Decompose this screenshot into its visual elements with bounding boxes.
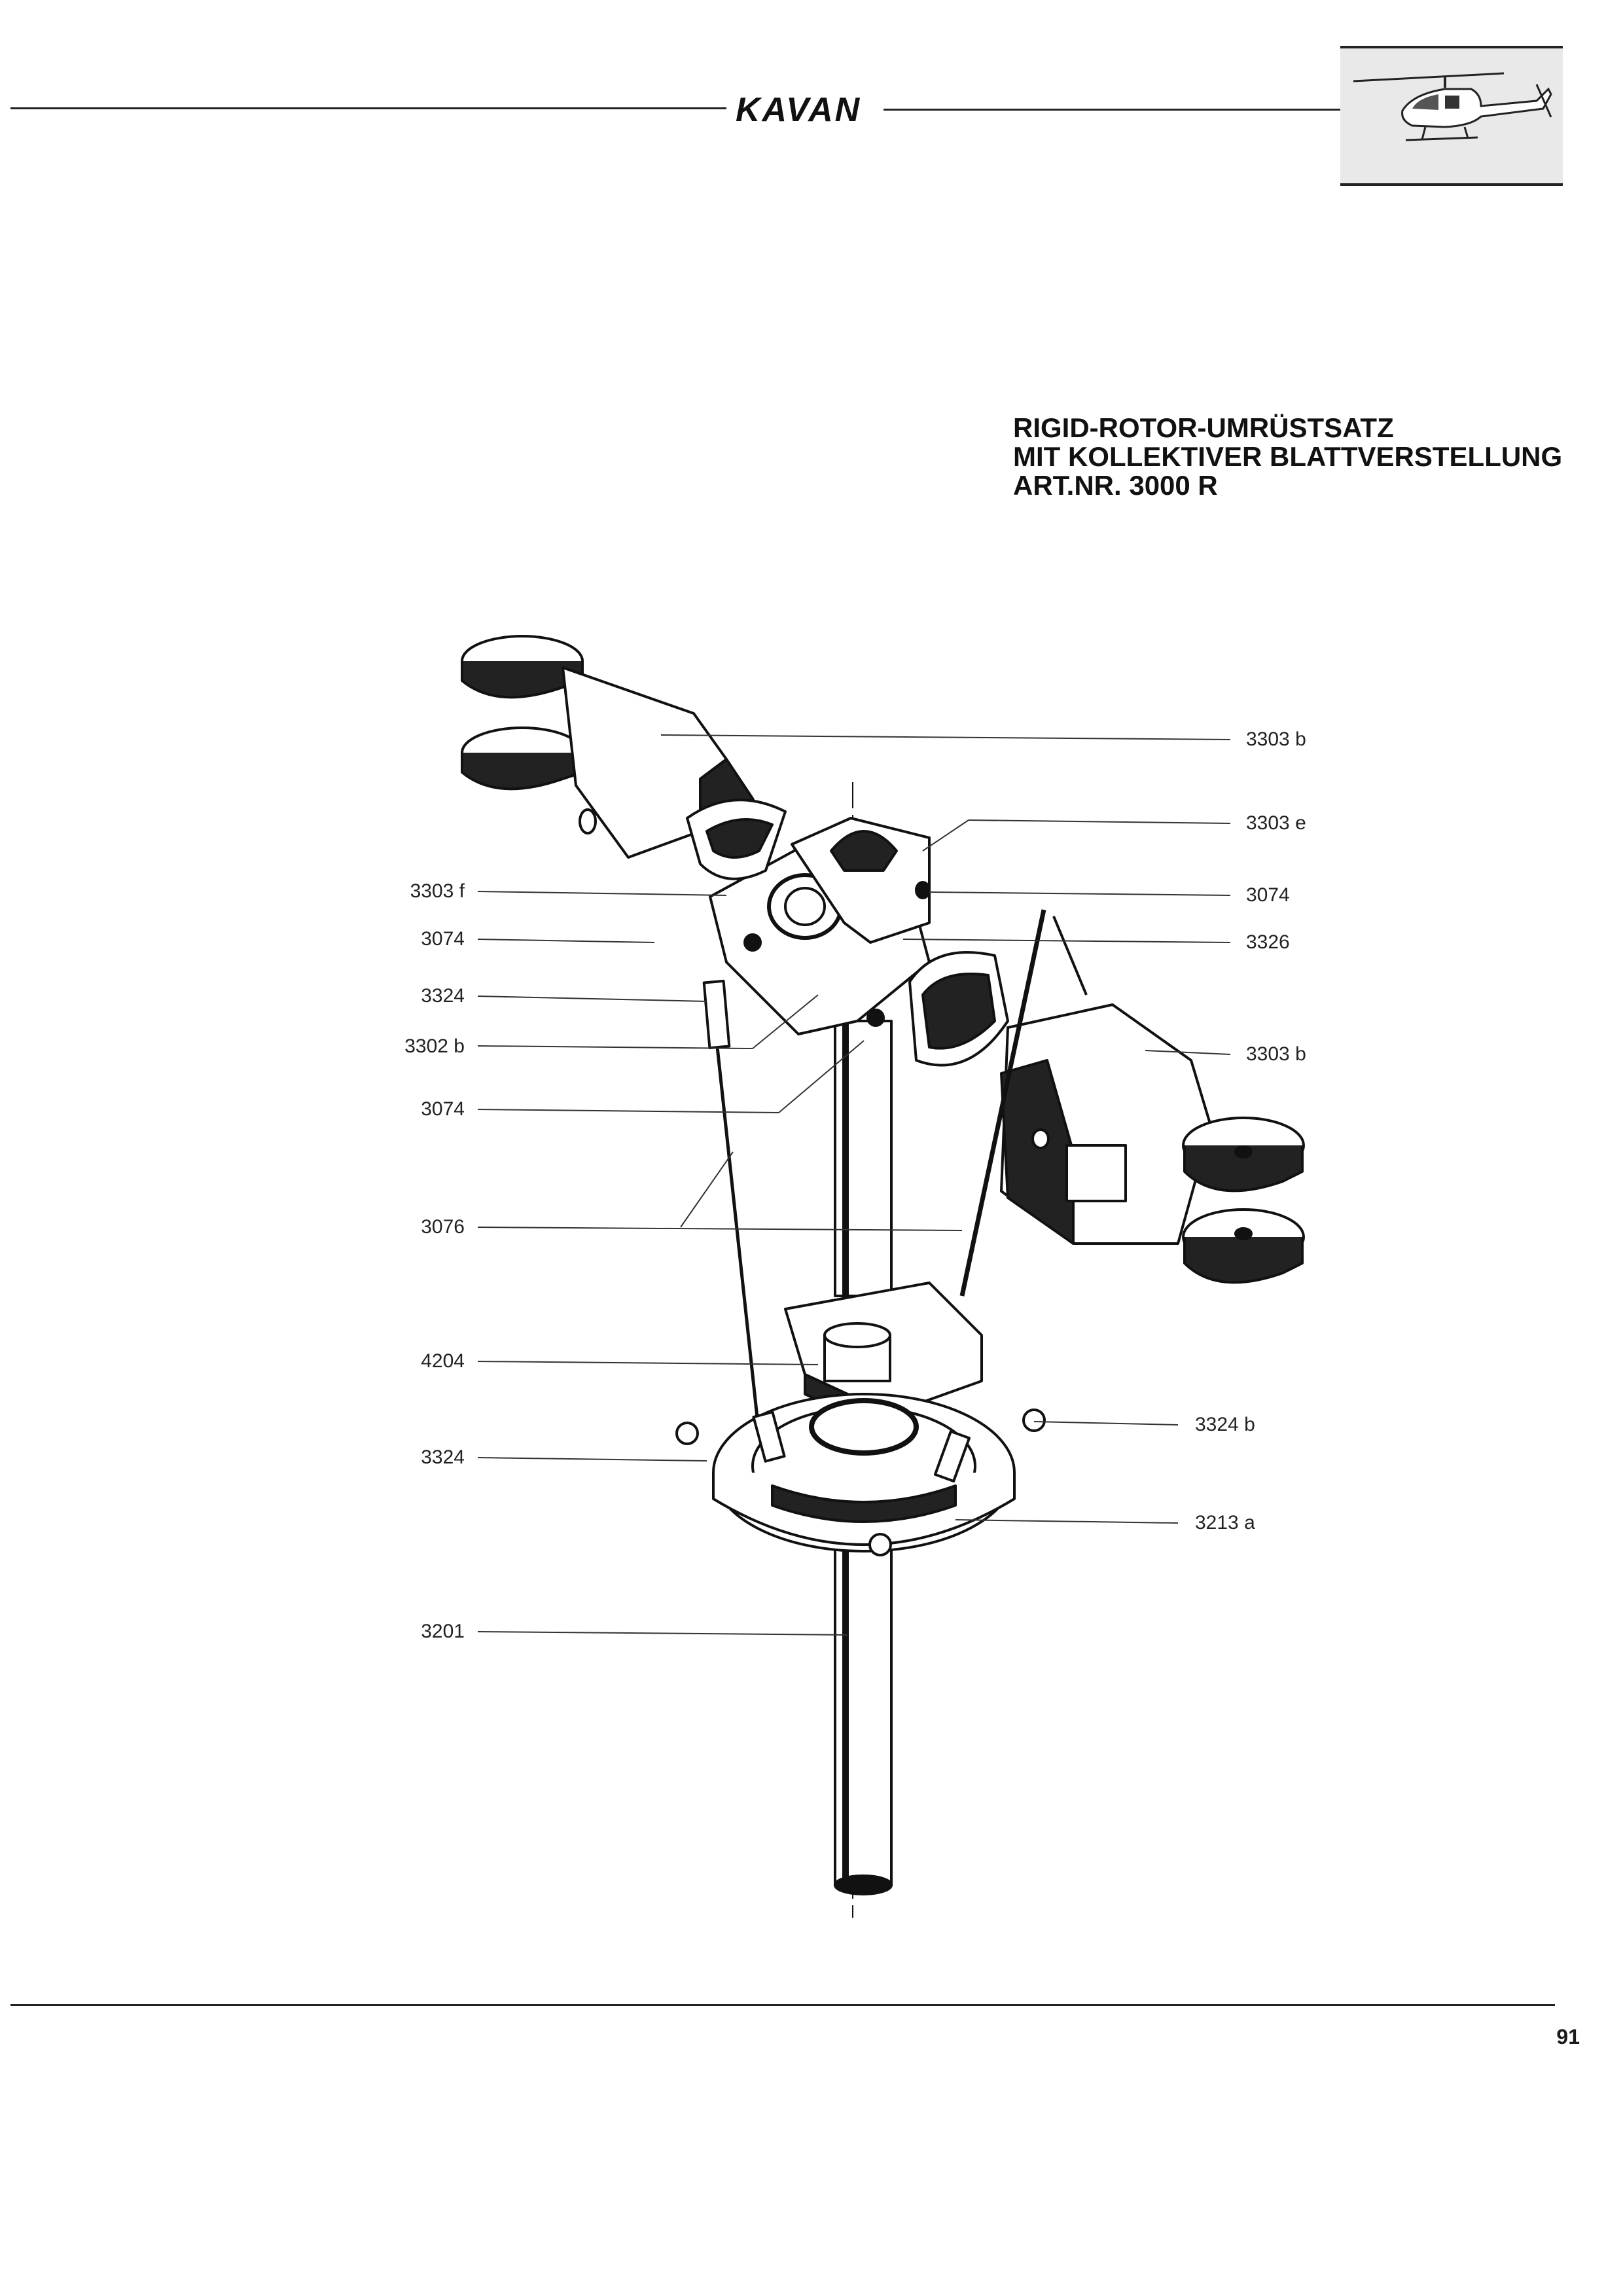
- part-label: 3326: [1246, 931, 1290, 953]
- helicopter-thumbnail: [1340, 46, 1563, 186]
- part-label: 3324: [421, 1446, 465, 1468]
- footer-rule: [10, 2004, 1555, 2006]
- part-label: 3074: [421, 1098, 465, 1120]
- part-label: 3324 b: [1195, 1414, 1255, 1435]
- part-label: 3074: [1246, 884, 1290, 906]
- part-label: 3201: [421, 1621, 465, 1642]
- title-line-1: RIGID-ROTOR-UMRÜSTSATZ: [1013, 412, 1394, 443]
- part-label: 4204: [421, 1350, 465, 1372]
- title-line-2: MIT KOLLEKTIVER BLATTVERSTELLUNG: [1013, 441, 1563, 472]
- brand-logo: KAVAN: [726, 90, 871, 130]
- title-line-3: ART.NR. 3000 R: [1013, 470, 1218, 501]
- header-rule-right: [883, 109, 1342, 111]
- page-title: RIGID-ROTOR-UMRÜSTSATZ MIT KOLLEKTIVER B…: [1013, 414, 1562, 500]
- part-label: 3324: [421, 985, 465, 1007]
- part-label: 3303 b: [1246, 1043, 1306, 1065]
- part-label: 3213 a: [1195, 1512, 1255, 1534]
- helicopter-icon: [1353, 72, 1552, 141]
- part-label: 3303 b: [1246, 728, 1306, 750]
- header-rule-left: [10, 107, 730, 109]
- part-label: 3302 b: [404, 1035, 465, 1057]
- part-label: 3303 f: [410, 880, 465, 902]
- part-label: 3303 e: [1246, 812, 1306, 834]
- part-label: 3076: [421, 1216, 465, 1238]
- part-label: 3074: [421, 928, 465, 950]
- page-number: 91: [1556, 2025, 1580, 2049]
